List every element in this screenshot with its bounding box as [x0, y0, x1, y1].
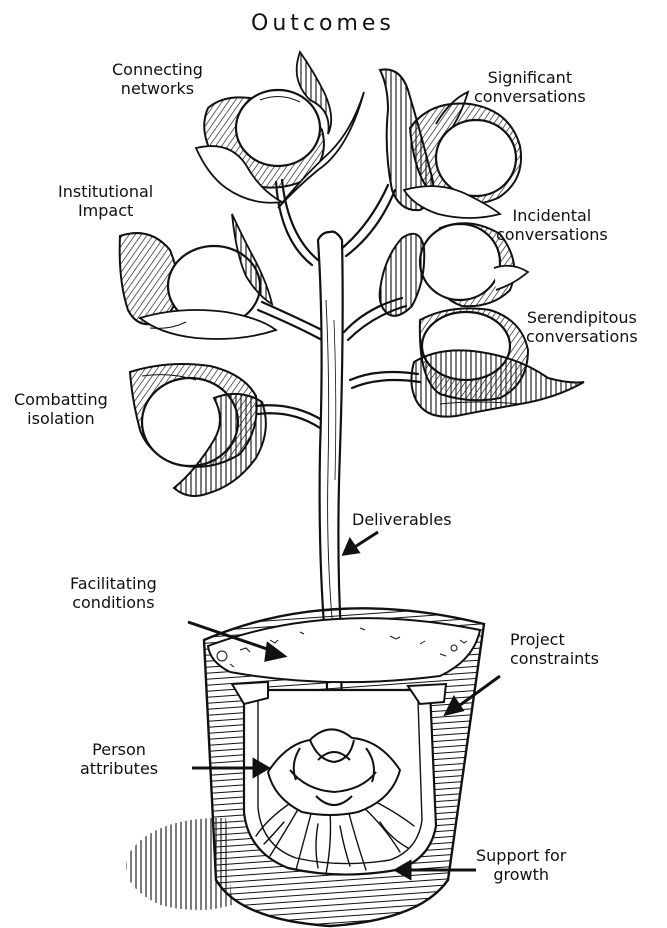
label-line: Significant: [474, 68, 586, 87]
label-institutional-impact: Institutional Impact: [58, 182, 153, 220]
label-line: Combatting: [14, 390, 108, 409]
page-title: Outcomes: [251, 11, 395, 37]
label-line: Facilitating: [70, 574, 157, 593]
label-line: Impact: [58, 201, 153, 220]
label-line: networks: [112, 79, 203, 98]
label-line: growth: [476, 865, 566, 884]
label-deliverables: Deliverables: [352, 510, 452, 529]
label-line: Person: [80, 740, 158, 759]
label-project-constraints: Project constraints: [510, 630, 599, 668]
pod-connecting: [196, 52, 364, 208]
pod-isolation: [130, 364, 266, 496]
label-line: Support for: [476, 846, 566, 865]
label-serendipitous-conversations: Serendipitous conversations: [526, 308, 638, 346]
label-line: constraints: [510, 649, 599, 668]
label-combatting-isolation: Combatting isolation: [14, 390, 108, 428]
label-line: attributes: [80, 759, 158, 778]
label-support-for-growth: Support for growth: [476, 846, 566, 884]
label-line: Project: [510, 630, 599, 649]
label-line: conversations: [474, 87, 586, 106]
label-line: conditions: [70, 593, 157, 612]
label-line: Incidental: [496, 206, 608, 225]
label-line: conversations: [526, 327, 638, 346]
pod-institutional: [120, 214, 276, 339]
label-line: conversations: [496, 225, 608, 244]
label-facilitating-conditions: Facilitating conditions: [70, 574, 157, 612]
label-connecting-networks: Connecting networks: [112, 60, 203, 98]
label-line: Institutional: [58, 182, 153, 201]
label-significant-conversations: Significant conversations: [474, 68, 586, 106]
label-line: Connecting: [112, 60, 203, 79]
label-incidental-conversations: Incidental conversations: [496, 206, 608, 244]
label-person-attributes: Person attributes: [80, 740, 158, 778]
label-line: Serendipitous: [526, 308, 638, 327]
label-line: isolation: [14, 409, 108, 428]
